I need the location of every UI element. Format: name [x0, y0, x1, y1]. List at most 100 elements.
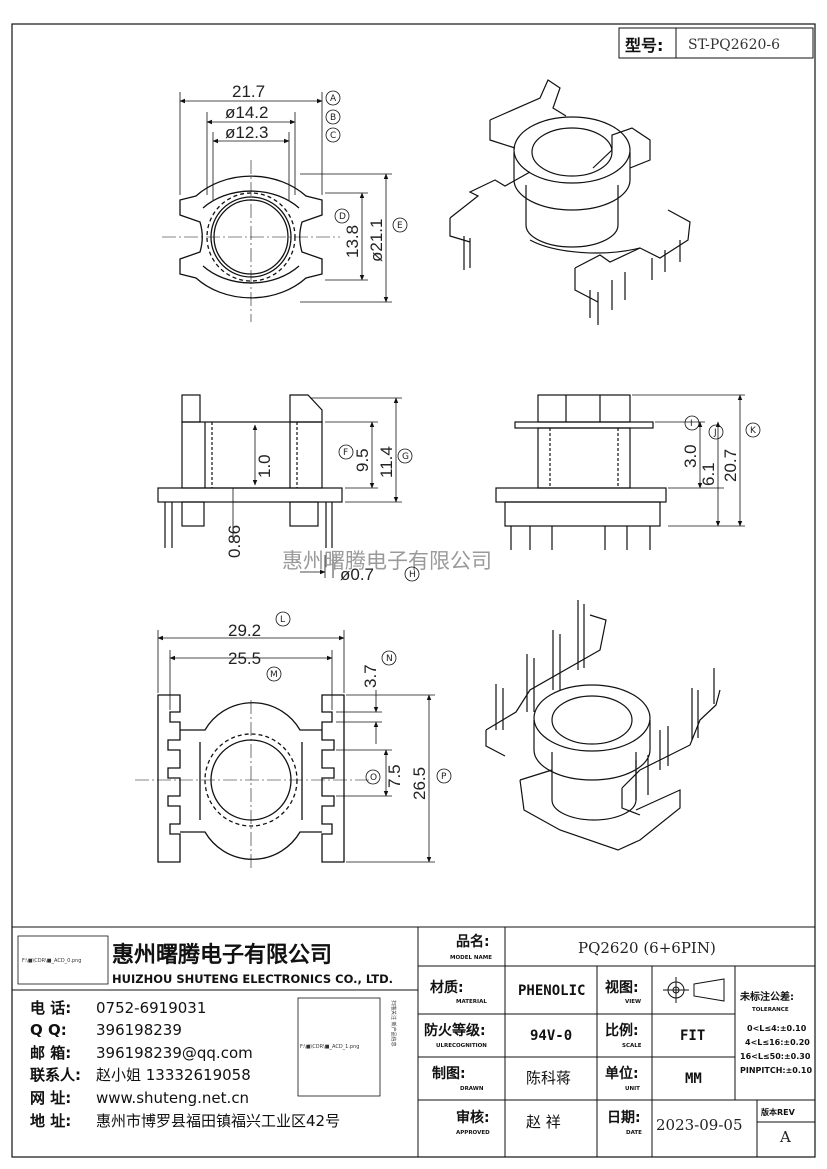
marker-l	[275, 611, 291, 627]
model-name-sub: MODEL NAME	[450, 955, 492, 961]
dim-side-h2: 9.5	[353, 448, 372, 472]
contact-person-label: 联系人:	[30, 1066, 81, 1084]
field-revision: 版本REV A	[760, 1107, 796, 1146]
dim-bot-w2: 25.5	[228, 649, 261, 668]
contact-address-value: 惠州市博罗县福田镇福兴工业区42号	[96, 1112, 340, 1130]
marker-j	[708, 424, 724, 440]
rev-label: 版本REV	[760, 1107, 796, 1117]
marker-h	[404, 566, 420, 582]
marker-c	[325, 127, 341, 143]
dim-side-h1: 1.0	[255, 454, 274, 478]
dim-bot-h1: 7.5	[385, 764, 404, 788]
material-sub: MATERIAL	[456, 999, 487, 1005]
rev-value: A	[779, 1128, 791, 1146]
view-label: 视图:	[605, 979, 639, 996]
watermark: 惠州曙腾电子有限公司	[282, 549, 492, 573]
contact-email-value: 396198239@qq.com	[96, 1044, 253, 1062]
dim-top-h: 13.8	[343, 225, 362, 258]
marker-m-label: M	[270, 670, 278, 680]
contact-email-label: 邮 箱:	[30, 1044, 71, 1062]
marker-k	[745, 422, 761, 438]
contact-website-label: 网 址:	[30, 1089, 71, 1107]
contact-address-label: 地 址:	[30, 1112, 71, 1130]
dim-side-pin: 0.86	[225, 525, 244, 558]
tolerance-row-3: 16<L≤50:±0.30	[740, 1052, 811, 1061]
front-view	[157, 394, 343, 548]
dim-top-width: 21.7	[232, 82, 265, 101]
model-name-value: PQ2620 (6+6PIN)	[578, 939, 716, 957]
contact-phone-value: 0752-6919031	[96, 999, 206, 1017]
date-value: 2023-09-05	[656, 1116, 742, 1134]
isometric-view-bottom	[485, 600, 721, 851]
isometric-view-top	[449, 79, 691, 325]
qr-note: 扫描关注 新产品信息	[390, 1000, 397, 1047]
header-model-box: 型号: ST-PQ2620-6	[618, 27, 814, 59]
field-view: 视图: VIEW	[605, 977, 725, 1005]
unit-sub: UNIT	[625, 1086, 640, 1092]
marker-h-label: H	[409, 570, 416, 580]
marker-m	[266, 666, 282, 682]
marker-i-label: I	[690, 419, 693, 429]
header-model-label: 型号:	[625, 36, 663, 55]
approved-sub: APPROVED	[456, 1130, 490, 1136]
marker-b	[325, 109, 341, 125]
marker-o	[365, 769, 381, 785]
field-drawn: 制图: DRAWN 陈科蒋	[432, 1065, 571, 1092]
tolerance-sub: TOLERANCE	[752, 1007, 789, 1013]
dim-side-h3: 11.4	[377, 446, 396, 478]
dim-right-h3: 20.7	[721, 449, 740, 482]
header-model-value: ST-PQ2620-6	[688, 37, 780, 53]
marker-p-label: P	[441, 772, 447, 782]
marker-k-label: K	[750, 426, 757, 436]
scale-sub: SCALE	[622, 1043, 642, 1049]
date-sub: DATE	[626, 1130, 642, 1136]
contact-website-value: www.shuteng.net.cn	[96, 1089, 249, 1107]
unit-label: 单位:	[605, 1065, 639, 1082]
marker-d-label: D	[339, 212, 346, 222]
contact-phone-label: 电 话:	[30, 999, 71, 1017]
marker-f-label: F	[343, 448, 348, 458]
marker-g	[397, 448, 413, 464]
date-label: 日期:	[607, 1110, 641, 1126]
top-view	[162, 160, 340, 322]
tolerance-row-2: 4<L≤16:±0.20	[745, 1038, 810, 1047]
field-fire-rating: 防火等级: ULRECOGNITION 94V-0	[424, 1022, 572, 1049]
dim-bot-pitch: 3.7	[361, 664, 380, 688]
bottom-view	[135, 694, 372, 870]
fire-sub: ULRECOGNITION	[436, 1043, 487, 1049]
marker-a	[325, 90, 341, 106]
marker-f	[338, 444, 354, 460]
dimension-markers	[266, 90, 761, 785]
marker-n-label: N	[386, 654, 393, 664]
dimension-marker-letters: A B C D E F G H I J K L M N O P	[270, 94, 757, 783]
marker-e	[392, 217, 408, 233]
field-tolerance: 未标注公差: TOLERANCE 0<L≤4:±0.10 4<L≤16:±0.2…	[739, 990, 812, 1075]
dim-bot-w1: 29.2	[228, 621, 261, 640]
contact-qq-label: Q Q:	[30, 1021, 67, 1039]
tolerance-row-4: PINPITCH:±0.10	[740, 1066, 812, 1075]
marker-n	[381, 650, 397, 666]
dim-right-h1: 3.0	[681, 444, 700, 468]
dim-top-dia: ø21.1	[367, 219, 386, 262]
qr-image-path: F:\■\CDR\■_ACD_1.png	[300, 1044, 359, 1050]
top-view-dimensions	[179, 92, 392, 303]
dim-top-d2: ø12.3	[225, 123, 268, 142]
dim-top-d1: ø14.2	[225, 103, 268, 122]
fire-value: 94V-0	[530, 1028, 572, 1044]
logo-image-path: F:\■\CDR\■_ACD_0.png	[22, 958, 81, 964]
company-name-cn: 惠州曙腾电子有限公司	[112, 942, 332, 968]
field-scale: 比例: SCALE FIT	[605, 1022, 705, 1049]
drawn-sub: DRAWN	[460, 1086, 484, 1092]
field-date: 日期: DATE 2023-09-05	[607, 1110, 742, 1136]
tolerance-row-1: 0<L≤4:±0.10	[747, 1024, 807, 1033]
sheet-border	[11, 23, 816, 1158]
contact-list: 电 话: 0752-6919031 Q Q: 396198239 邮 箱: 39…	[30, 999, 340, 1130]
fire-label: 防火等级:	[424, 1022, 486, 1039]
title-block	[12, 926, 815, 1157]
marker-g-label: G	[402, 452, 409, 462]
unit-value: MM	[685, 1071, 702, 1087]
dim-bot-h2: 26.5	[410, 767, 429, 800]
scale-label: 比例:	[605, 1022, 639, 1039]
company-name-en: HUIZHOU SHUTENG ELECTRONICS CO., LTD.	[112, 972, 393, 986]
